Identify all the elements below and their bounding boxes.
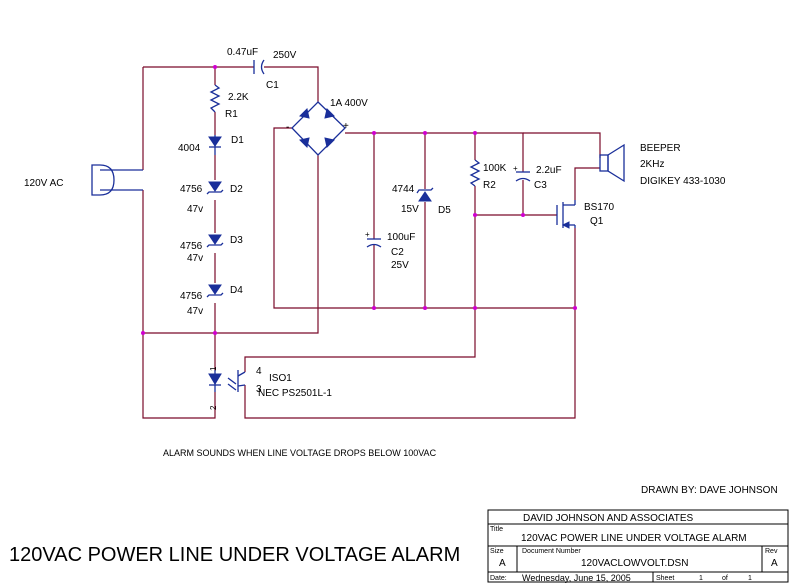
d4-part-label: 4756 (180, 291, 203, 302)
r1-value-label: 2.2K (228, 92, 249, 103)
c2-ref-label: C2 (391, 247, 404, 258)
capacitor-c2: + (365, 230, 382, 248)
r1-ref-label: R1 (225, 109, 238, 120)
resistor-r1 (209, 84, 221, 113)
component-labels: 0.47uF 250V C1 2.2K R1 1A 400V - + 4004 … (24, 47, 778, 496)
c3-ref-label: C3 (534, 180, 547, 191)
iso-pin3-label: 3 (256, 384, 262, 395)
c1-value-label: 0.47uF (227, 47, 258, 58)
d4-ref-label: D4 (230, 285, 243, 296)
iso-pin1-label: 1 (209, 366, 218, 371)
tb-sheet-label: Sheet (656, 575, 674, 582)
bridge-rectifier (291, 101, 346, 156)
junction-dots (141, 65, 577, 335)
d4-volt-label: 47v (187, 306, 203, 317)
svg-text:+: + (513, 164, 518, 173)
tb-docnum-label: Document Number (522, 548, 581, 555)
tb-size: A (499, 558, 506, 569)
c3-value-label: 2.2uF (536, 165, 562, 176)
tb-title-label: Title (490, 526, 503, 533)
d2-ref-label: D2 (230, 184, 243, 195)
c1-voltage-label: 250V (273, 50, 297, 61)
iso-pin2-label: 2 (209, 405, 218, 410)
bridge-plus-label: + (343, 121, 349, 132)
d2-volt-label: 47v (187, 204, 203, 215)
beeper-source-label: DIGIKEY 433-1030 (640, 176, 726, 187)
title-block: DAVID JOHNSON AND ASSOCIATES Title 120VA… (487, 509, 789, 583)
d1-part-label: 4004 (178, 143, 201, 154)
optocoupler-iso1 (208, 370, 246, 392)
mosfet-q1 (556, 200, 576, 229)
zener-d3 (206, 234, 224, 248)
c1-ref-label: C1 (266, 80, 279, 91)
ac-plug-symbol (91, 164, 143, 196)
diode-d1 (208, 135, 222, 155)
bridge-minus-label: - (286, 122, 289, 133)
d5-volt-label: 15V (401, 204, 419, 215)
zener-d5 (416, 187, 434, 202)
drawn-by-label: DRAWN BY: DAVE JOHNSON (641, 485, 778, 496)
tb-docnum: 120VACLOWVOLT.DSN (581, 558, 688, 569)
beeper-speaker (599, 143, 625, 183)
tb-date-label: Date: (490, 575, 507, 582)
wires (142, 66, 601, 419)
q1-part-label: BS170 (584, 202, 614, 213)
d1-ref-label: D1 (231, 135, 244, 146)
iso-ref-label: ISO1 (269, 373, 292, 384)
tb-date: Wednesday, June 15, 2005 (522, 573, 631, 583)
tb-title: 120VAC POWER LINE UNDER VOLTAGE ALARM (521, 533, 747, 544)
resistor-r2 (469, 159, 481, 187)
tb-sheet: 1 (699, 575, 703, 582)
c2-voltage-label: 25V (391, 260, 409, 271)
capacitor-c3: + (513, 164, 531, 182)
d5-part-label: 4744 (392, 184, 415, 195)
capacitor-c1 (253, 59, 265, 75)
tb-of: 1 (748, 575, 752, 582)
zener-d2 (206, 181, 224, 195)
iso-part-label: NEC PS2501L-1 (258, 388, 332, 399)
circuit-note: ALARM SOUNDS WHEN LINE VOLTAGE DROPS BEL… (163, 448, 437, 458)
d5-ref-label: D5 (438, 205, 451, 216)
iso-pin4-label: 4 (256, 366, 262, 377)
tb-rev-label: Rev (765, 548, 778, 555)
zener-d4 (206, 284, 224, 298)
tb-rev: A (771, 558, 778, 569)
page-title: 120VAC POWER LINE UNDER VOLTAGE ALARM (9, 544, 460, 566)
d2-part-label: 4756 (180, 184, 203, 195)
r2-ref-label: R2 (483, 180, 496, 191)
c2-value-label: 100uF (387, 232, 415, 243)
ac-input-label: 120V AC (24, 178, 63, 189)
beeper-freq-label: 2KHz (640, 159, 664, 170)
d3-volt-label: 47v (187, 253, 203, 264)
svg-text:+: + (365, 230, 370, 239)
d3-part-label: 4756 (180, 241, 203, 252)
q1-ref-label: Q1 (590, 216, 604, 227)
bridge-rating-label: 1A 400V (330, 98, 368, 109)
tb-company: DAVID JOHNSON AND ASSOCIATES (523, 513, 694, 524)
r2-value-label: 100K (483, 163, 507, 174)
d3-ref-label: D3 (230, 235, 243, 246)
tb-size-label: Size (490, 548, 504, 555)
beeper-label: BEEPER (640, 143, 681, 154)
tb-of-label: of (722, 575, 728, 582)
